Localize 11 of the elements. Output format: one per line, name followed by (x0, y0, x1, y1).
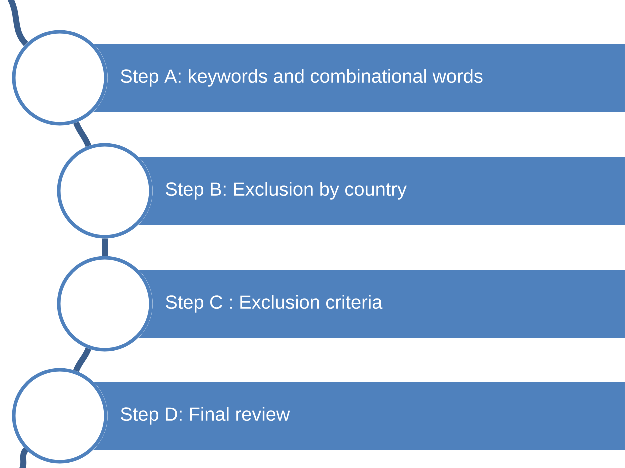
step-circle (12, 30, 108, 126)
step-bar: Step D: Final review (94, 382, 625, 450)
connector-line (102, 238, 108, 256)
step-circle (57, 256, 153, 352)
step-circle (12, 368, 108, 464)
step-bar: Step B: Exclusion by country (138, 157, 625, 225)
step-circle (57, 143, 153, 239)
step-bar: Step A: keywords and combinational words (94, 44, 625, 112)
connector-line (74, 122, 92, 148)
step-bar: Step C : Exclusion criteria (138, 270, 625, 338)
connector-line (74, 348, 92, 372)
